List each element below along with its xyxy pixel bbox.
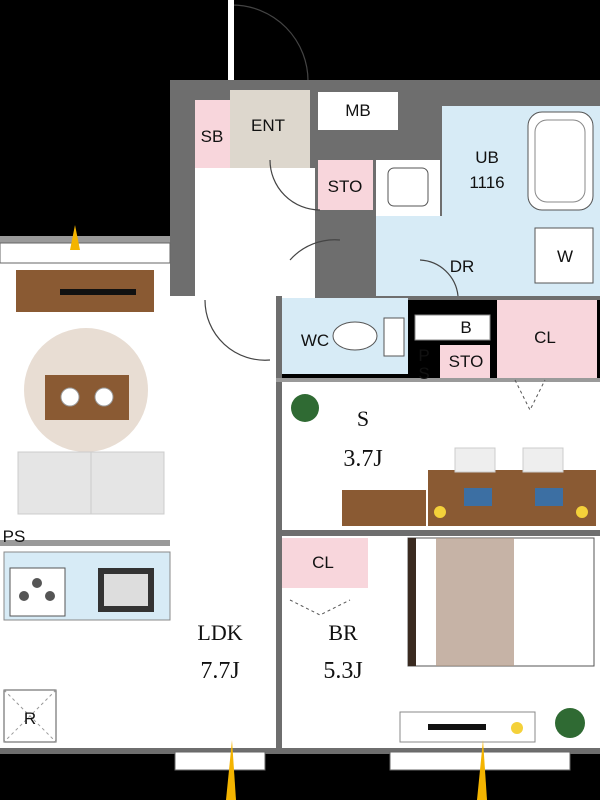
dr-label: DR [450,257,475,276]
b-box [414,314,491,341]
b-label: B [460,318,471,337]
cl-top-label: CL [534,328,556,347]
wall [276,530,600,536]
ps-left-label: PS [3,527,26,546]
mb-label: MB [345,101,371,120]
bed-runner [436,538,514,666]
air-vent-icon [477,740,487,800]
tv-icon [60,289,136,295]
plant-icon [291,394,319,422]
stove-icon [9,567,66,617]
r-label: R [24,709,36,728]
lamp-icon [434,506,446,518]
door-swing [269,159,321,211]
bathtub-fixture [527,111,594,211]
sto-mid-label: STO [449,352,484,371]
entrance-door-jamb [228,0,234,84]
toilet-tank [383,317,405,357]
ub-label: UB [475,148,499,167]
ldk-label: LDK [197,620,242,645]
cl-br-label: CL [312,553,334,572]
sink-fixture [387,167,429,207]
ps-p-label: P [418,346,429,365]
air-vent-icon [70,225,80,250]
closet-door-swing [514,379,546,412]
hall-floor [195,168,315,298]
sto-top-label: STO [328,177,363,196]
desk-left [342,490,426,526]
kitchen-sink-basin [104,574,148,606]
desk-main [428,470,596,526]
wall [0,540,170,546]
plant-icon [555,708,585,738]
s-room-size: 3.7J [343,446,382,472]
door-swing [289,239,341,261]
chair [522,447,564,473]
coffee-table [45,375,129,420]
chair [454,447,496,473]
wall [170,80,600,88]
ldk-size: 7.7J [200,658,239,684]
laptop-icon [535,488,563,506]
sb-label: SB [201,127,224,146]
cup-icon [60,387,80,407]
entrance-floor [230,90,310,168]
lamp-icon [511,722,523,734]
closet-door-swing [289,599,351,616]
ps-s-label: S [418,364,429,383]
br-label: BR [328,620,358,645]
wall [276,378,600,382]
storage-mid [440,345,490,378]
window-bottom-right [389,751,571,771]
bathtub-inner [534,119,586,203]
laptop-icon [464,488,492,506]
lamp-icon [576,506,588,518]
window-top [0,242,171,264]
door-swing [204,299,271,361]
w-label: W [557,247,573,266]
window-bottom-left [174,751,266,771]
cup-icon [94,387,114,407]
burner-icon [32,578,42,588]
tv-icon-br [428,724,486,730]
wall [276,296,282,752]
bed-headboard [408,538,416,666]
closet-top [497,300,597,378]
door-swing [419,259,459,297]
toilet-fixture [332,321,378,351]
washer-pan [534,227,594,284]
wall [0,236,170,244]
storage-top [318,160,373,210]
ldk-floor-right [170,296,280,753]
wc-label: WC [301,331,329,350]
ent-label: ENT [251,116,285,135]
burner-icon [19,591,29,601]
br-size: 5.3J [323,658,362,684]
s-room-label: S [357,406,369,431]
shoe-box [195,100,230,168]
mb-box [318,92,398,130]
fridge-cross [3,689,57,743]
wall [0,748,600,754]
air-vent-icon [226,740,236,800]
burner-icon [45,591,55,601]
ub-size-label: 1116 [469,173,504,192]
closet-br [282,538,368,588]
